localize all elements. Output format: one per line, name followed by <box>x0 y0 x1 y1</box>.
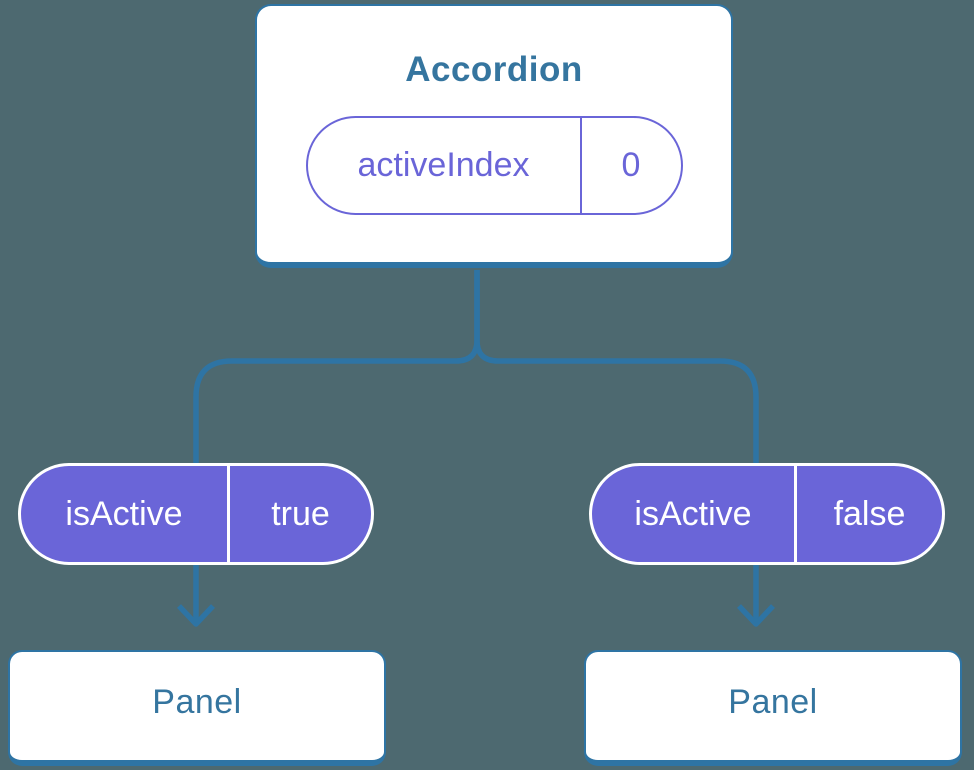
accordion-title: Accordion <box>405 50 583 89</box>
panel-card-right: Panel <box>584 650 962 766</box>
prop-pill-right: isActive false <box>589 463 945 565</box>
prop-pill-left-name: isActive <box>65 494 183 533</box>
branch-line-right <box>474 270 759 468</box>
arrow-head-left-icon <box>177 604 215 627</box>
arrow-head-right-icon <box>737 604 775 627</box>
prop-pill-right-name: isActive <box>634 494 752 533</box>
prop-pill-left-value: true <box>227 466 371 562</box>
panel-right-title: Panel <box>728 682 818 721</box>
branch-line-left <box>193 270 480 468</box>
prop-pill-right-value: false <box>794 466 942 562</box>
prop-pill-left: isActive true <box>18 463 374 565</box>
state-pill-value: 0 <box>579 118 681 213</box>
panel-left-title: Panel <box>152 682 242 721</box>
accordion-card: Accordion activeIndex 0 <box>255 4 733 268</box>
state-pill-name: activeIndex <box>357 146 530 184</box>
panel-card-left: Panel <box>8 650 386 766</box>
state-pill: activeIndex 0 <box>305 116 683 215</box>
